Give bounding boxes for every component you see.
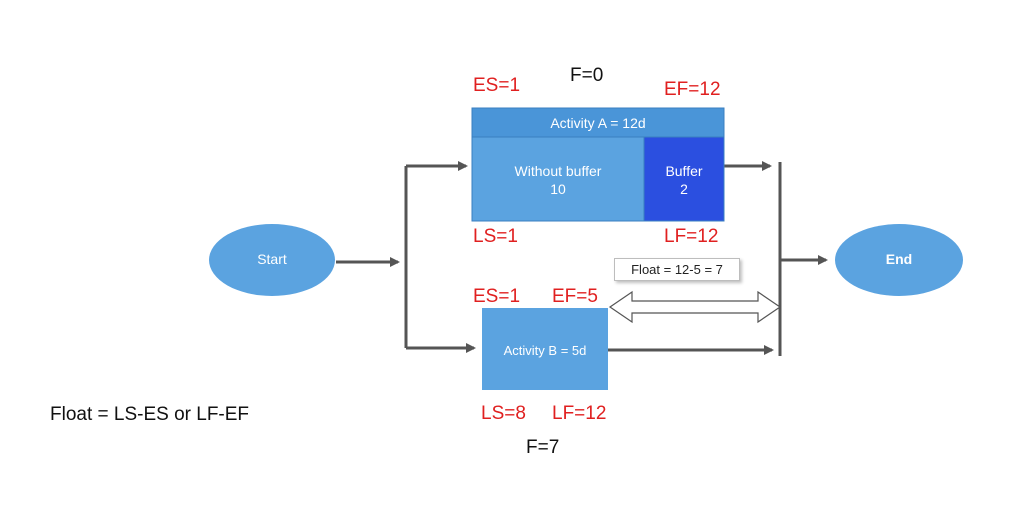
activity-a-title: Activity A = 12d	[550, 115, 646, 131]
activity-a-es: ES=1	[473, 75, 521, 96]
activity-a-ef: EF=12	[664, 79, 721, 100]
activity-a-without-buffer	[471, 136, 645, 222]
end-node	[835, 224, 963, 296]
start-node	[209, 224, 335, 296]
activity-b-es: ES=1	[473, 286, 521, 307]
float-callout-text: Float = 12-5 = 7	[631, 262, 723, 277]
activity-b-ls: LS=8	[481, 403, 526, 424]
without-buffer-label: Without buffer	[514, 163, 602, 179]
buffer-label: Buffer	[665, 163, 703, 179]
activity-b-float: F=7	[526, 437, 560, 458]
activity-b-lf: LF=12	[552, 403, 607, 424]
activity-a-ls: LS=1	[473, 226, 518, 247]
activity-b-node	[482, 308, 608, 390]
activity-a-header	[471, 107, 725, 138]
end-label: End	[885, 251, 913, 267]
connectors	[336, 161, 828, 356]
without-buffer-value: 10	[550, 181, 566, 197]
float-double-arrow	[608, 290, 782, 324]
buffer-value: 2	[680, 181, 688, 197]
activity-a-lf: LF=12	[664, 226, 719, 247]
activity-a-float: F=0	[570, 65, 604, 86]
activity-a-buffer	[643, 136, 725, 222]
start-label: Start	[257, 251, 287, 267]
float-formula: Float = LS-ES or LF-EF	[50, 404, 250, 425]
activity-b-ef: EF=5	[552, 286, 598, 307]
float-callout: Float = 12-5 = 7	[614, 258, 740, 281]
activity-b-label: Activity B = 5d	[503, 343, 587, 358]
